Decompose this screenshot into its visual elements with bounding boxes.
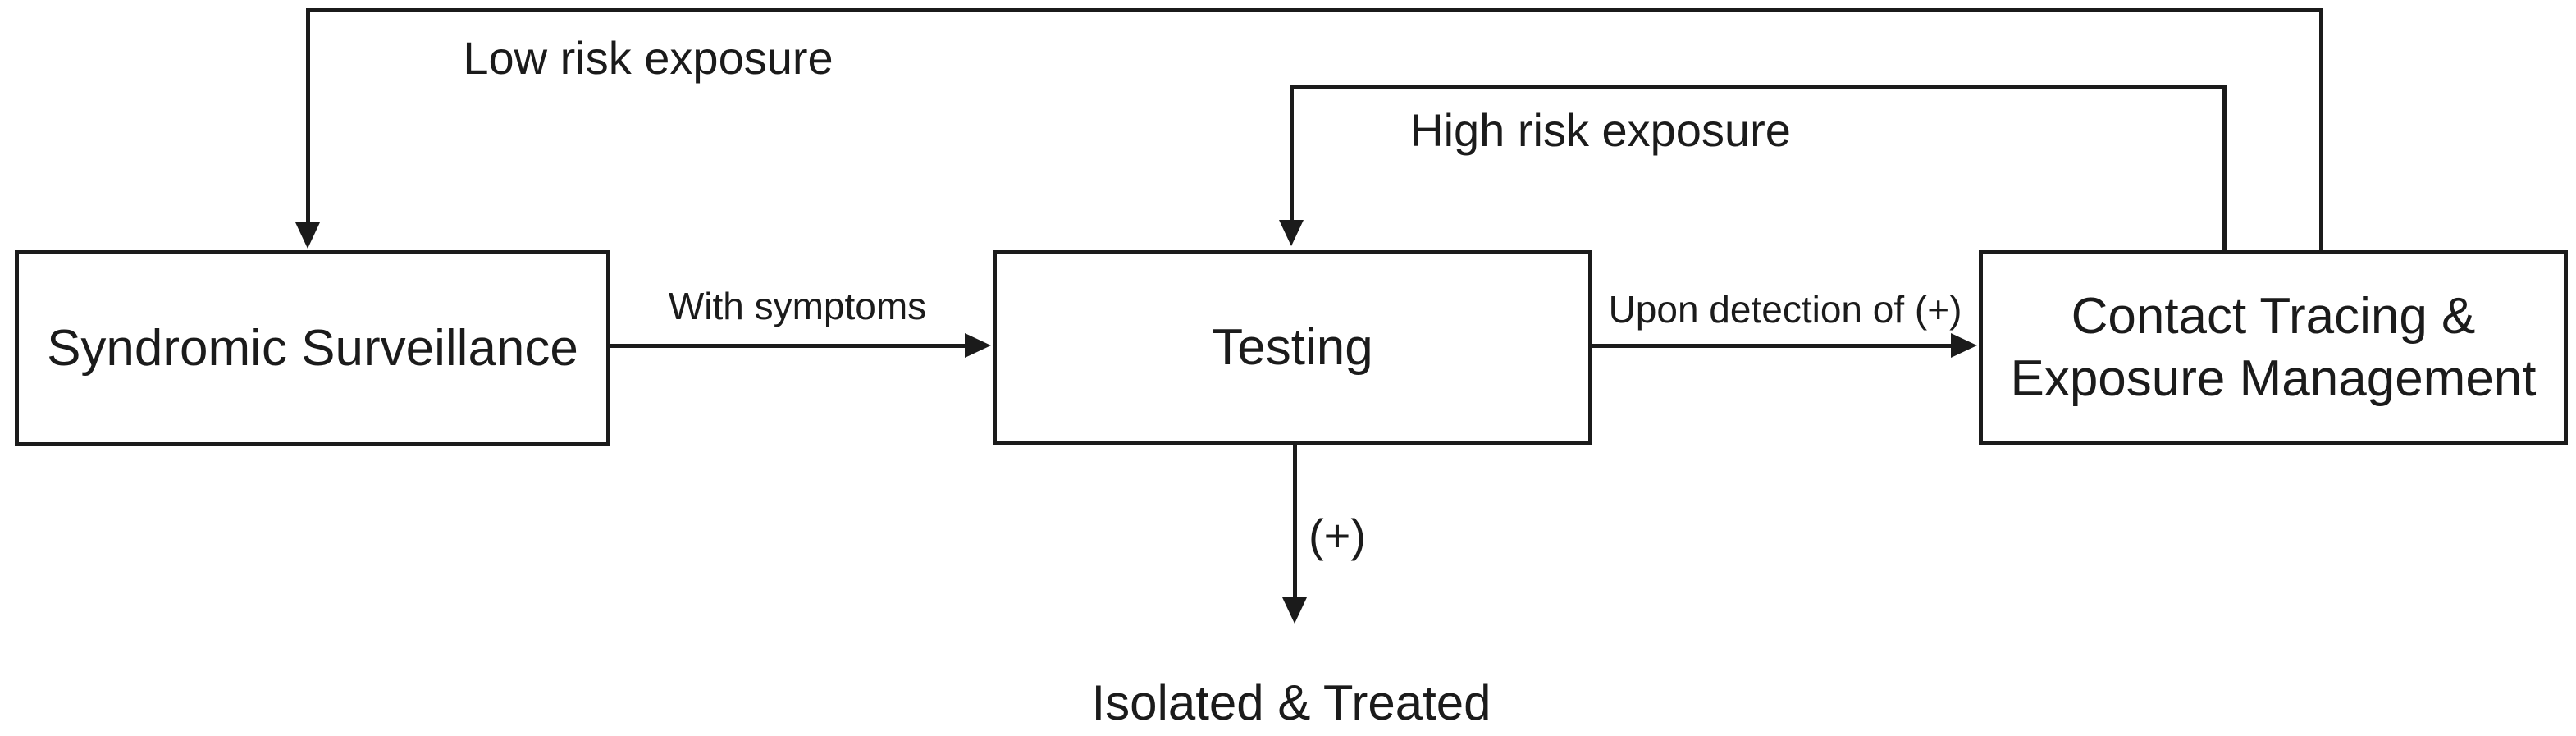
edge-with-symptoms-line (610, 344, 968, 348)
node-contact-tracing: Contact Tracing & Exposure Management (1979, 250, 2568, 445)
edge-upon-detection-line (1592, 344, 1953, 348)
edge-high-risk-hline (1290, 85, 2227, 89)
node-testing: Testing (993, 250, 1592, 445)
node-syndromic-surveillance: Syndromic Surveillance (15, 250, 610, 446)
edge-high-risk-label: High risk exposure (1410, 104, 1791, 156)
edge-positive-line (1293, 445, 1297, 599)
edge-positive-arrowhead (1282, 597, 1307, 624)
edge-high-risk-arrowhead (1279, 220, 1304, 246)
edge-high-risk-vline-to-testing (1290, 85, 1294, 222)
edge-upon-detection-arrowhead (1951, 333, 1977, 358)
edge-positive-label: (+) (1309, 510, 1366, 561)
edge-low-risk-arrowhead (295, 222, 320, 249)
edge-upon-detection-label: Upon detection of (+) (1608, 288, 1962, 331)
terminal-isolated-treated: Isolated & Treated (1091, 675, 1491, 730)
edge-low-risk-label: Low risk exposure (463, 32, 834, 84)
edge-with-symptoms-label: With symptoms (668, 285, 927, 327)
edge-low-risk-vline-to-syndromic (306, 8, 310, 224)
edge-low-risk-vline-from-contact (2319, 8, 2323, 250)
edge-high-risk-vline-from-contact (2222, 85, 2227, 250)
edge-with-symptoms-arrowhead (965, 333, 991, 358)
edge-low-risk-hline (306, 8, 2323, 12)
